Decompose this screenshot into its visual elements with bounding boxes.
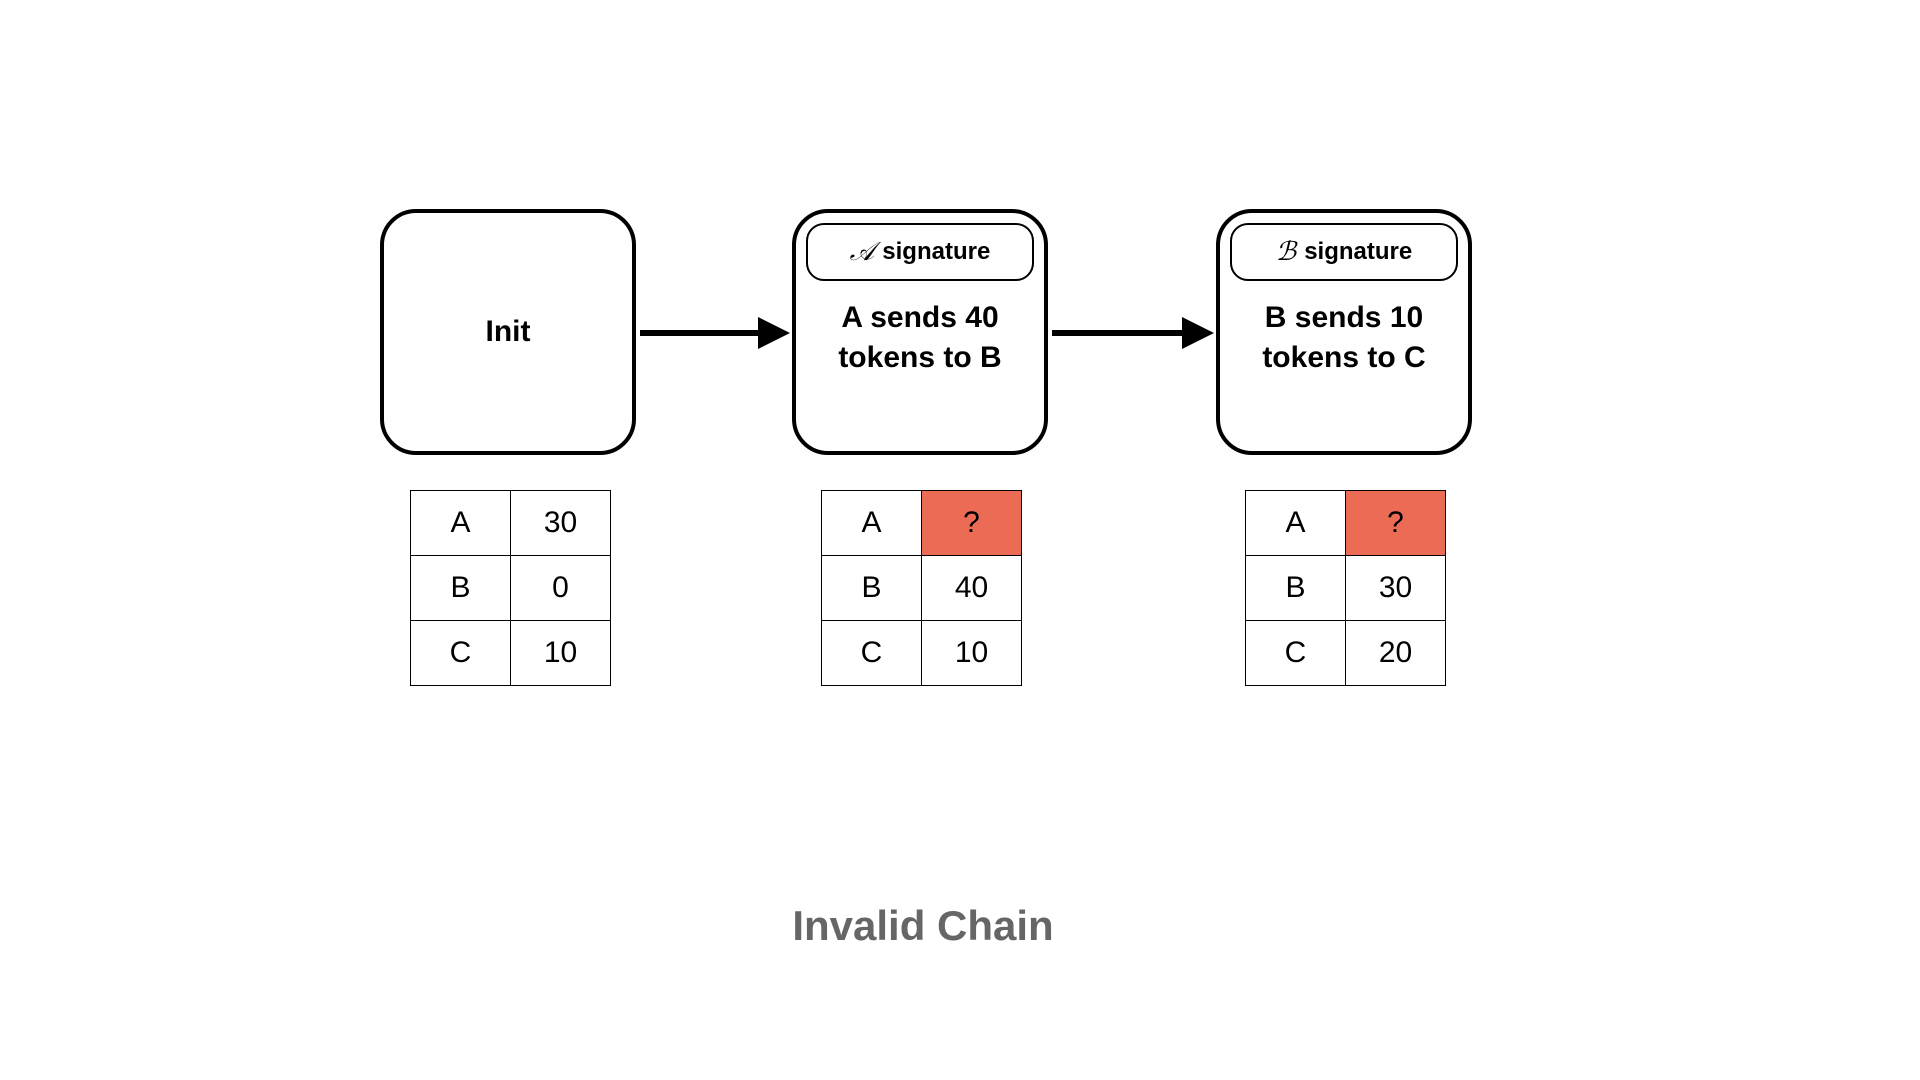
balance-table-transaction-2: A ? B 30 C 20 [1245, 490, 1446, 686]
table-row: C 20 [1245, 620, 1446, 686]
account-cell: A [1245, 490, 1346, 556]
block-init: Init [380, 209, 636, 455]
block-transaction-1: 𝒜 signature A sends 40 tokens to B [792, 209, 1048, 455]
account-cell: C [1245, 620, 1346, 686]
unknown-balance-cell: ? [921, 490, 1022, 556]
signature-b-icon: ℬ [1275, 237, 1297, 267]
account-cell: B [410, 555, 511, 621]
account-cell: B [1245, 555, 1346, 621]
diagram-caption: Invalid Chain [792, 902, 1054, 949]
signature-label: signature [882, 238, 991, 265]
signature-badge: ℬ signature [1230, 223, 1458, 281]
block-transaction-2: ℬ signature B sends 10 tokens to C [1216, 209, 1472, 455]
balance-table-init: A 30 B 0 C 10 [410, 490, 611, 686]
table-row: B 0 [410, 555, 611, 621]
table-row: A 30 [410, 490, 611, 556]
balance-table-transaction-1: A ? B 40 C 10 [821, 490, 1022, 686]
signature-badge: 𝒜 signature [806, 223, 1034, 281]
account-cell: A [410, 490, 511, 556]
balance-cell: 0 [510, 555, 611, 621]
account-cell: C [821, 620, 922, 686]
account-cell: B [821, 555, 922, 621]
block-title: Init [485, 315, 531, 348]
balance-cell: 20 [1345, 620, 1446, 686]
balance-cell: 10 [510, 620, 611, 686]
block-transaction-text: A sends 40 tokens to B [838, 301, 1002, 374]
table-row: B 30 [1245, 555, 1446, 621]
arrow-right-icon [640, 317, 790, 349]
account-cell: C [410, 620, 511, 686]
balance-cell: 30 [510, 490, 611, 556]
signature-a-icon: 𝒜 [849, 236, 875, 267]
signature-label: signature [1304, 238, 1413, 265]
table-row: C 10 [821, 620, 1022, 686]
arrow-right-icon [1052, 317, 1214, 349]
account-cell: A [821, 490, 922, 556]
table-row: A ? [821, 490, 1022, 556]
unknown-balance-cell: ? [1345, 490, 1446, 556]
block-transaction-text: B sends 10 tokens to C [1262, 301, 1426, 374]
table-row: B 40 [821, 555, 1022, 621]
balance-cell: 30 [1345, 555, 1446, 621]
table-row: C 10 [410, 620, 611, 686]
balance-cell: 10 [921, 620, 1022, 686]
table-row: A ? [1245, 490, 1446, 556]
balance-cell: 40 [921, 555, 1022, 621]
